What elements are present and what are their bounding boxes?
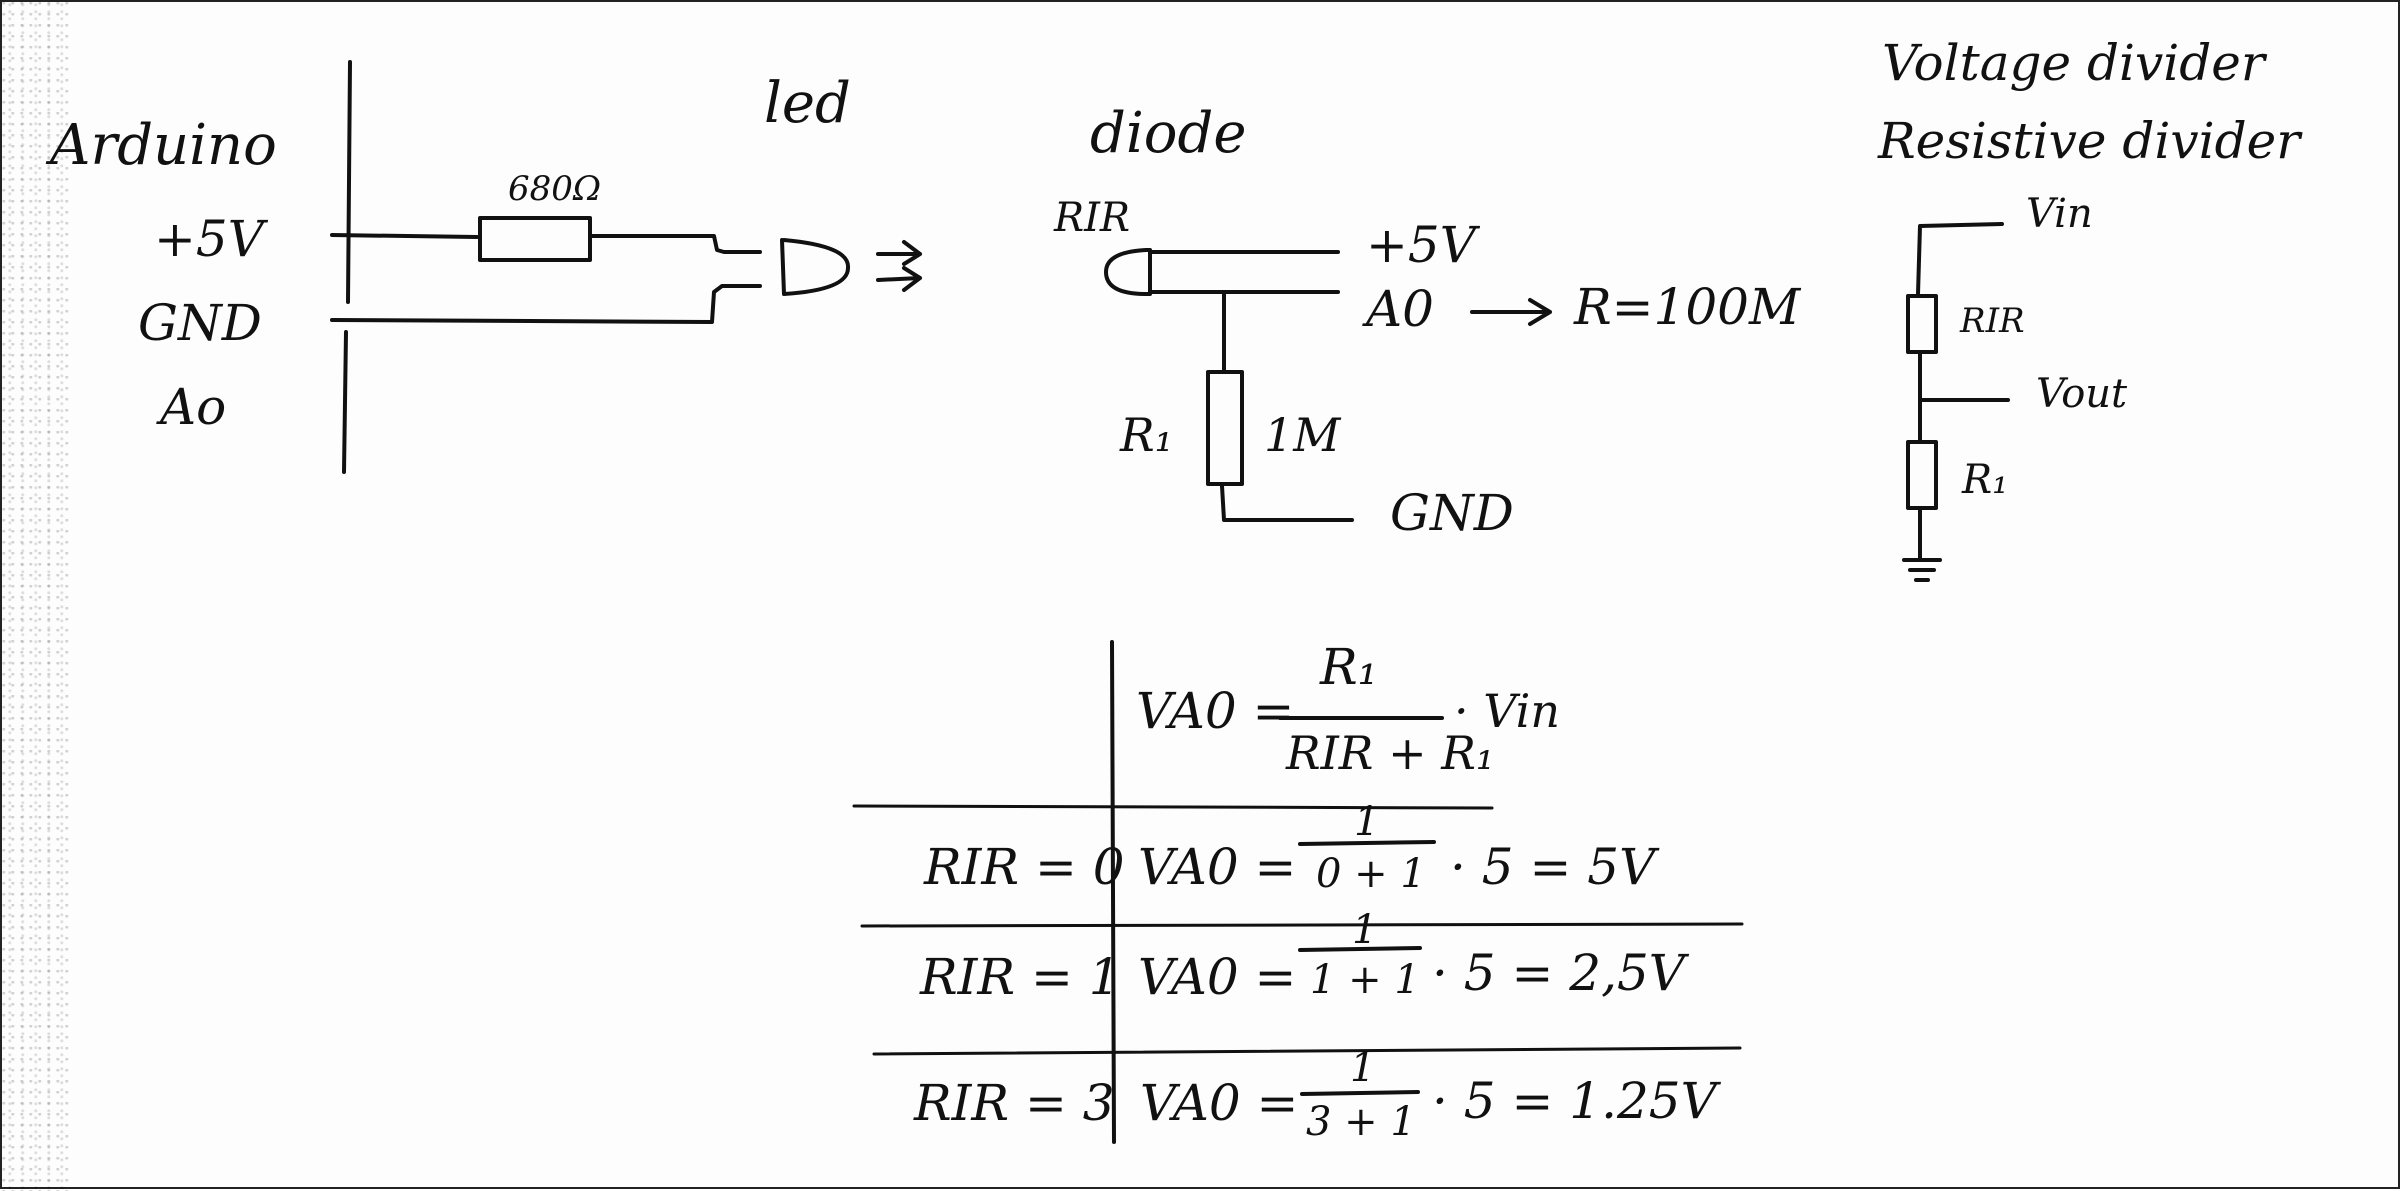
row1-tail: · 5 = 5V (1450, 838, 1656, 896)
wire-resistor-to-led (590, 234, 762, 254)
scan-noise (2, 2, 72, 1191)
row-rule-3 (872, 1046, 1742, 1056)
arduino-title: Arduino (50, 113, 277, 178)
row2-denominator: 1 + 1 (1310, 957, 1420, 1003)
arrow-a0-to-r (1470, 298, 1552, 326)
wire-middle (1918, 352, 2010, 402)
row2-numerator: 1 (1352, 907, 1378, 953)
row-rule-1 (852, 804, 1494, 810)
wire-5v-to-resistor (330, 233, 479, 239)
formula-denominator: RIR + R₁ (1286, 726, 1495, 780)
light-arrow-lower (876, 266, 922, 292)
formula-tail: · Vin (1454, 684, 1560, 738)
row3-tail: · 5 = 1.25V (1432, 1072, 1717, 1130)
resistor-r1 (1206, 370, 1244, 486)
row1-condition: RIR = 0 (924, 838, 1125, 896)
diode-a0-label: A0 (1366, 280, 1434, 338)
divider-r1-label: R₁ (1962, 457, 2009, 503)
wire-r1-to-gnd (1220, 484, 1354, 522)
divider-resistor-rir (1906, 294, 1938, 354)
wire-vin (1916, 222, 2004, 296)
led-label: led (764, 71, 851, 136)
resistor-680 (478, 216, 592, 262)
wire-gnd-to-led (330, 284, 762, 324)
diode-gnd-label: GND (1390, 484, 1514, 542)
diode-5v-label: +5V (1366, 216, 1476, 274)
divider-title-1: Voltage divider (1882, 34, 2265, 92)
divider-resistor-r1 (1906, 440, 1938, 510)
diode-r-value: R=100M (1574, 278, 1801, 336)
pin-gnd: GND (138, 294, 262, 352)
ground-symbol (1902, 558, 1942, 582)
photodiode-symbol (1104, 248, 1152, 296)
formula-lhs: VA0 = (1136, 682, 1295, 740)
divider-rir-label: RIR (1960, 301, 2025, 341)
fraction-bar-row1 (1298, 840, 1436, 846)
row3-lhs: VA0 = (1140, 1074, 1299, 1132)
divider-title-2: Resistive divider (1878, 112, 2301, 170)
pin-a0: Ao (160, 378, 227, 436)
resistor-680-label: 680Ω (508, 169, 602, 209)
row2-lhs: VA0 = (1138, 948, 1297, 1006)
arduino-boundary (342, 60, 352, 474)
row1-lhs: VA0 = (1138, 838, 1297, 896)
diode-label: diode (1090, 101, 1247, 166)
formula-numerator: R₁ (1320, 638, 1378, 696)
diode-rir-label: RIR (1054, 195, 1131, 241)
diode-r1-value: 1M (1264, 408, 1341, 462)
row3-condition: RIR = 3 (914, 1074, 1115, 1132)
fraction-bar-row2 (1298, 946, 1422, 952)
row1-denominator: 0 + 1 (1316, 851, 1426, 897)
row3-denominator: 3 + 1 (1306, 1099, 1416, 1145)
formula-vertical-divider (1110, 640, 1116, 1144)
divider-vin-label: Vin (2026, 191, 2093, 237)
pin-5v: +5V (154, 210, 264, 268)
row2-tail: · 5 = 2,5V (1432, 944, 1685, 1002)
row1-numerator: 1 (1354, 799, 1380, 845)
diode-r1-label: R₁ (1120, 408, 1174, 462)
divider-vout-label: Vout (2036, 371, 2128, 417)
fraction-bar-row3 (1300, 1090, 1420, 1096)
row2-condition: RIR = 1 (920, 948, 1121, 1006)
row-rule-2 (860, 922, 1744, 928)
light-arrow-upper (876, 240, 922, 266)
led-symbol (780, 238, 850, 296)
row3-numerator: 1 (1350, 1045, 1376, 1091)
